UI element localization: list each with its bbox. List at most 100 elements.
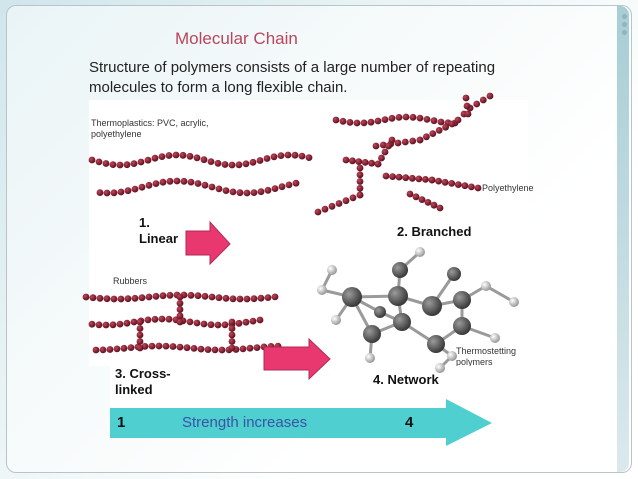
monomer-bead [190, 345, 198, 352]
monomer-bead [468, 183, 475, 191]
monomer-bead [243, 295, 251, 303]
monomer-bead [109, 321, 117, 329]
monomer-bead [314, 208, 322, 216]
monomer-bead [228, 325, 236, 332]
monomer-bead [285, 181, 293, 189]
slide-accent-dots [622, 14, 628, 38]
monomer-bead [435, 126, 443, 134]
monomer-bead [271, 185, 279, 193]
step-linear-label: 1. Linear [139, 215, 179, 246]
arrow-icon [263, 337, 331, 381]
monomer-bead [394, 139, 402, 147]
monomer-bead [222, 187, 230, 195]
monomer-bead [264, 294, 272, 301]
monomer-bead [406, 190, 414, 198]
monomer-bead [127, 344, 135, 351]
step-network-label: 4. Network [373, 372, 439, 387]
monomer-bead [257, 188, 265, 196]
monomer-bead [291, 151, 299, 159]
atom-sphere [453, 317, 471, 335]
monomer-bead [222, 294, 230, 302]
monomer-bead [136, 331, 144, 339]
monomer-bead [250, 295, 258, 303]
monomer-bead [176, 299, 184, 307]
monomer-bead [250, 189, 258, 197]
monomer-bead [124, 187, 132, 195]
monomer-bead [479, 96, 487, 104]
atom-sphere [447, 267, 461, 281]
monomer-bead [229, 295, 237, 303]
monomer-bead [144, 316, 152, 324]
monomer-bead [186, 152, 194, 160]
monomer-bead [187, 291, 195, 299]
monomer-bead [356, 184, 364, 192]
monomer-bead [136, 338, 144, 345]
monomer-bead [378, 154, 385, 162]
monomer-bead [183, 344, 191, 352]
monomer-bead [388, 114, 396, 122]
monomer-bead [145, 181, 153, 189]
monomer-bead [246, 344, 254, 352]
monomer-bead [200, 156, 208, 164]
monomer-bead [228, 318, 236, 326]
monomer-bead [429, 130, 437, 138]
atom-sphere [363, 325, 381, 343]
monomer-bead [278, 183, 286, 191]
monomer-bead [130, 318, 138, 326]
monomer-bead [155, 342, 163, 350]
slide-accent-strip [617, 6, 629, 472]
monomer-bead [423, 133, 430, 141]
monomer-bead [409, 137, 417, 145]
monomer-bead [208, 293, 216, 301]
monomer-bead [356, 164, 364, 172]
monomer-bead [136, 318, 144, 326]
monomer-bead [332, 116, 340, 124]
monomer-bead [473, 100, 481, 108]
monomer-bead [328, 202, 336, 210]
monomer-bead [339, 117, 347, 125]
monomer-bead [99, 346, 107, 354]
monomer-bead [356, 171, 364, 179]
monomer-bead [228, 161, 236, 169]
monomer-bead [89, 294, 97, 302]
thermosetting-label: Thermostetting polymers [456, 346, 517, 366]
monomer-bead [214, 159, 222, 167]
step-branched-label: 2. Branched [397, 224, 472, 239]
slide-title: Molecular Chain [175, 29, 298, 48]
monomer-bead [138, 183, 146, 191]
monomer-bead [374, 117, 382, 125]
monomer-bead [173, 177, 181, 185]
monomer-bead [197, 345, 205, 353]
monomer-bead [228, 331, 236, 339]
monomer-bead [131, 185, 139, 193]
monomer-bead [448, 180, 456, 187]
monomer-bead [144, 156, 152, 164]
monomer-bead [374, 160, 382, 168]
monomer-bead [253, 344, 261, 351]
monomer-bead [424, 199, 432, 206]
monomer-bead [165, 152, 173, 159]
monomer-bead [423, 116, 431, 123]
monomer-bead [271, 293, 279, 301]
monomer-bead [381, 116, 389, 123]
monomer-bead [176, 312, 184, 320]
monomer-bead [385, 142, 392, 150]
monomer-bead [221, 161, 229, 168]
monomer-bead [298, 152, 306, 160]
monomer-bead [448, 120, 456, 128]
monomer-bead [136, 344, 144, 352]
bead-chains [82, 92, 494, 354]
monomer-bead [239, 345, 247, 353]
monomer-bead [96, 294, 104, 302]
atom-sphere [331, 315, 341, 325]
monomer-bead [486, 92, 494, 100]
atom-sphere [509, 297, 519, 307]
monomer-bead [257, 294, 265, 302]
monomer-bead [408, 174, 416, 182]
monomer-bead [187, 178, 195, 186]
atom-sphere [327, 265, 337, 275]
monomer-bead [106, 346, 114, 353]
atom-sphere [342, 287, 362, 307]
monomer-bead [395, 114, 403, 121]
monomer-bead [228, 344, 236, 352]
